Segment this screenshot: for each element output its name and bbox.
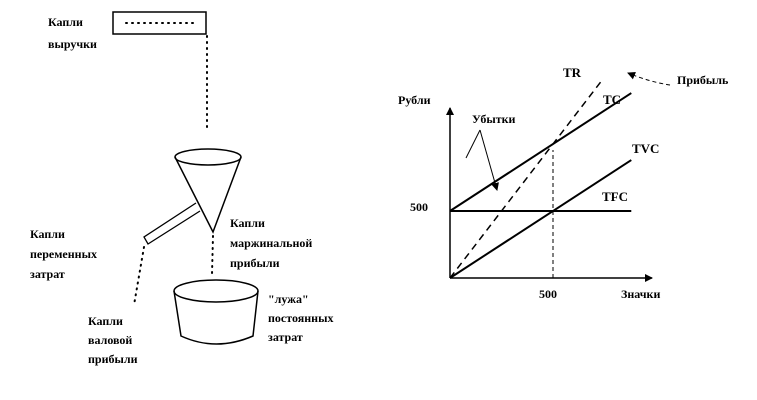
flow-diagram: Капли выручки Капли переменных затрат Ка… — [30, 11, 336, 366]
marginal-profit-drip — [211, 235, 214, 275]
funnel-rim — [174, 148, 242, 166]
y-axis-label: Рубли — [398, 93, 431, 107]
y-tick-label: 500 — [410, 200, 428, 214]
profit-arrow — [627, 71, 671, 86]
revenue-box — [112, 11, 207, 35]
losses-arrow-1 — [479, 129, 499, 191]
tr-line — [449, 77, 605, 279]
tc-line — [449, 92, 632, 212]
gross-profit-drip — [133, 246, 145, 306]
bucket — [173, 279, 259, 345]
x-tick-label: 500 — [539, 287, 557, 301]
gross-profit-drops-label: Капли валовой прибыли — [88, 314, 138, 366]
tvc-line — [449, 159, 632, 279]
funnel — [143, 148, 242, 245]
tc-label: TC — [603, 92, 621, 107]
bucket-body — [173, 290, 259, 345]
losses-annotation: Убытки — [472, 112, 516, 126]
funnel-body — [174, 156, 242, 234]
break-even-chart: Рубли Значки 500 500 TR TC TVC TFC Убытк… — [398, 65, 729, 301]
x-axis-label: Значки — [621, 287, 660, 301]
revenue-drops-label: Капли выручки — [48, 15, 97, 51]
losses-arrow-2 — [465, 129, 481, 159]
tvc-label: TVC — [632, 141, 659, 156]
tfc-label: TFC — [602, 189, 628, 204]
marginal-profit-drops-label: Капли маржинальной прибыли — [230, 216, 315, 270]
variable-cost-drops-label: Капли переменных затрат — [30, 227, 100, 281]
fixed-cost-pool-label: "лужа" постоянных затрат — [268, 292, 336, 344]
profit-annotation: Прибыль — [677, 73, 729, 87]
bucket-rim — [173, 279, 259, 303]
funnel-side-pipe — [143, 202, 201, 245]
tr-label: TR — [563, 65, 582, 80]
